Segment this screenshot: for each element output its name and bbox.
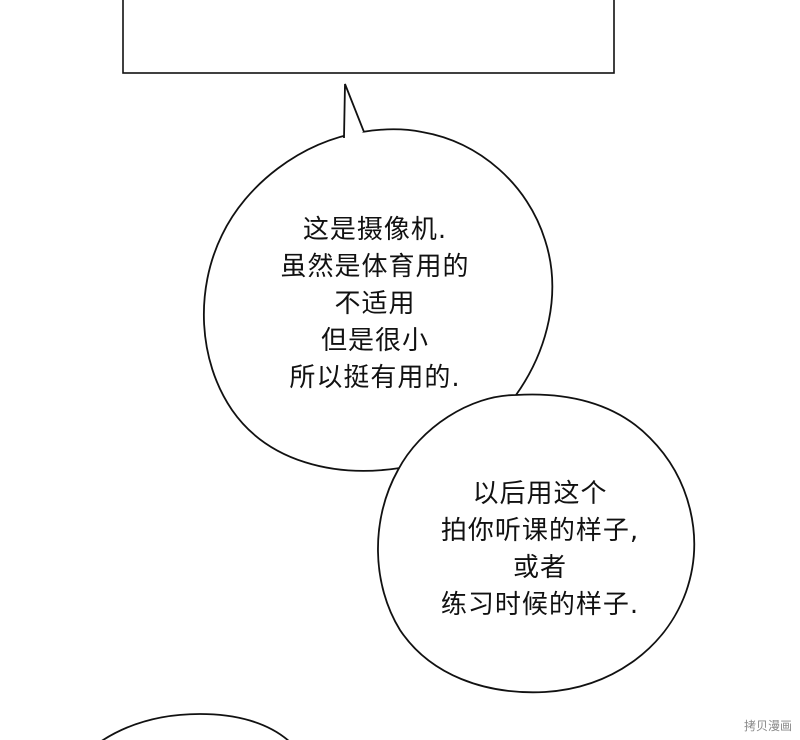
dialogue-line: 练习时候的样子. bbox=[440, 590, 640, 620]
dialogue-line: 拍你听课的样子, bbox=[440, 516, 640, 546]
speech-bubble-3-partial bbox=[101, 713, 289, 740]
panel-frame bbox=[122, 0, 615, 74]
dialogue-line: 或者 bbox=[512, 553, 567, 583]
dialogue-line: 虽然是体育用的 bbox=[280, 252, 470, 282]
dialogue-line: 以后用这个 bbox=[472, 479, 608, 509]
watermark: 拷贝漫画 bbox=[743, 719, 792, 733]
speech-bubble-2-text: 以后用这个 拍你听课的样子, 或者 练习时候的样子. bbox=[415, 476, 665, 624]
speech-bubble-tail bbox=[343, 83, 365, 139]
dialogue-line: 不适用 bbox=[334, 289, 416, 319]
dialogue-line: 这是摄像机. bbox=[302, 215, 448, 245]
speech-bubble-2 bbox=[377, 393, 696, 694]
speech-bubble-1-text: 这是摄像机. 虽然是体育用的 不适用 但是很小 所以挺有用的. bbox=[250, 212, 500, 397]
dialogue-line: 但是很小 bbox=[320, 326, 429, 356]
dialogue-line: 所以挺有用的. bbox=[289, 363, 461, 393]
